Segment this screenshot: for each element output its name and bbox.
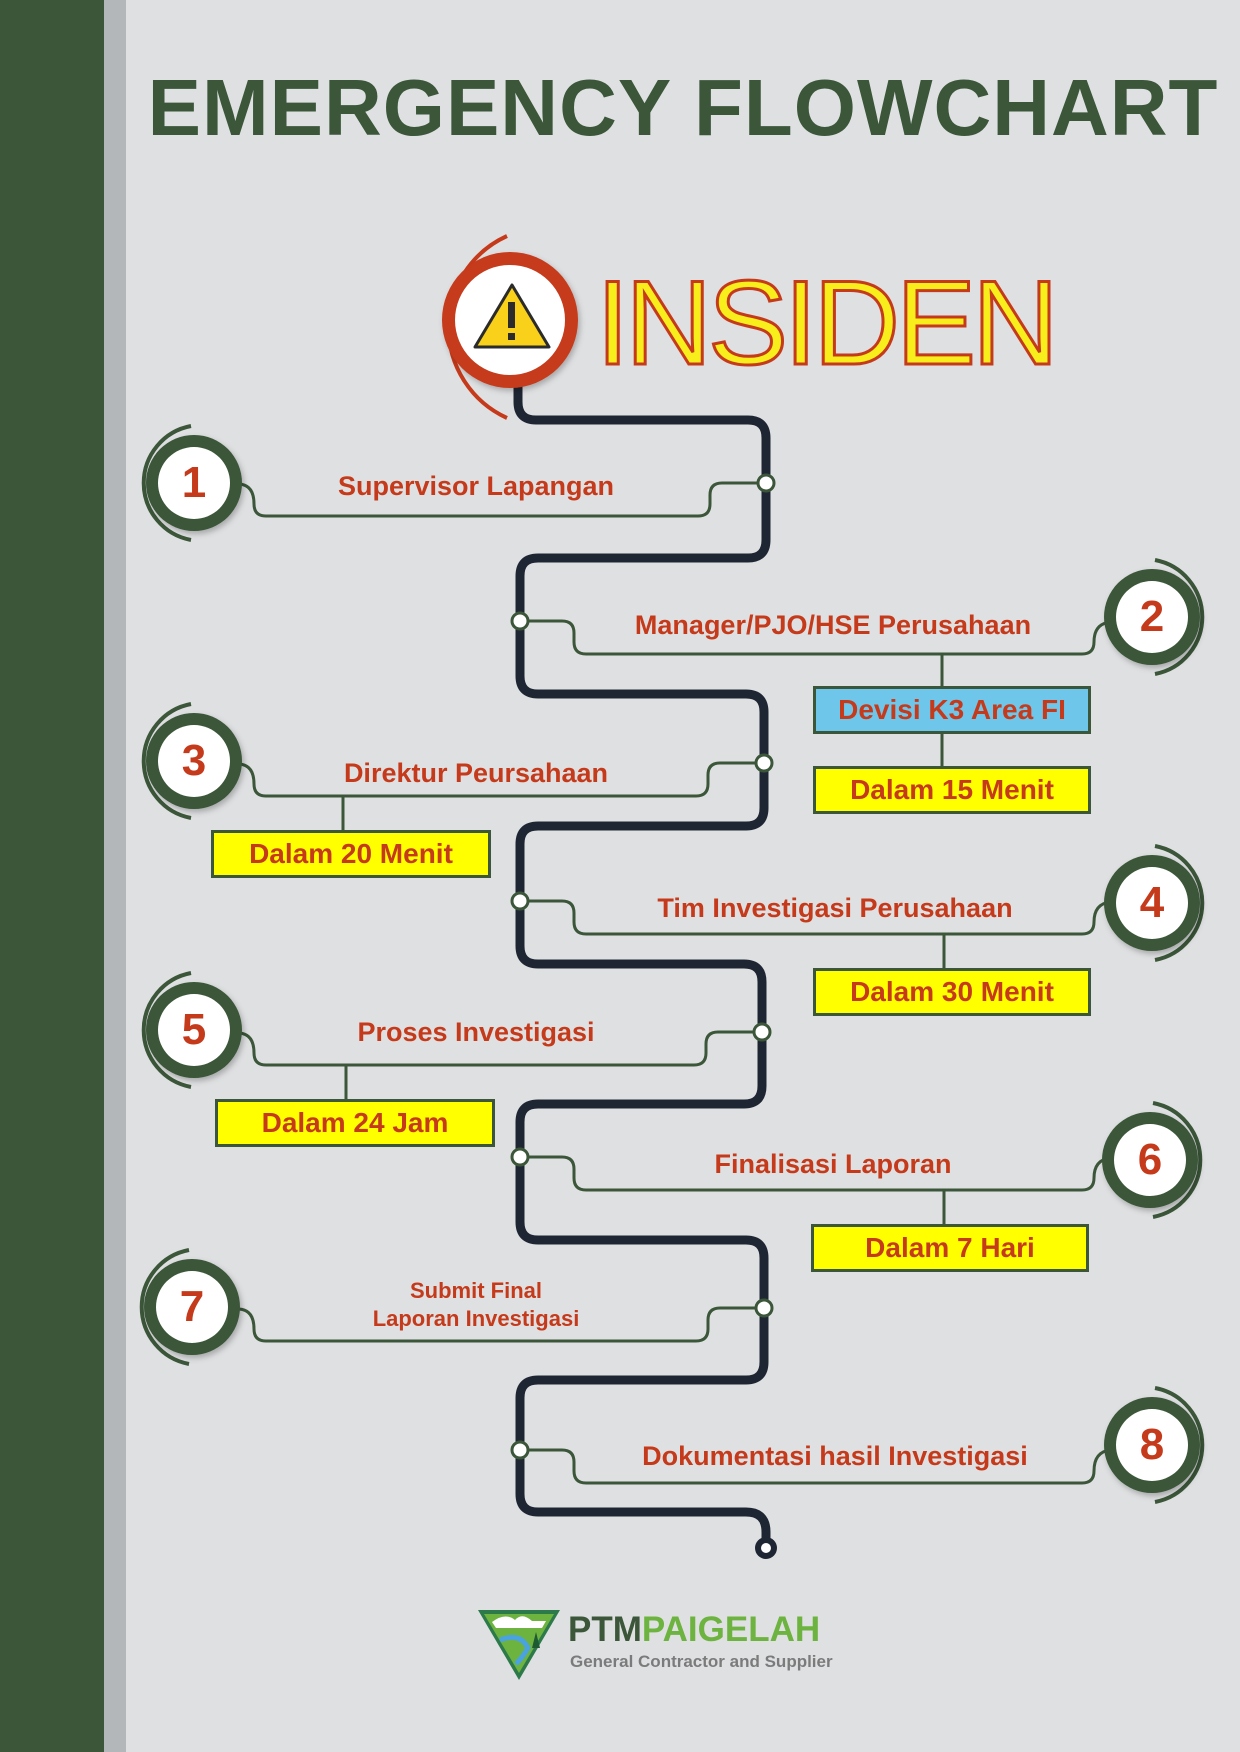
path-node-6 — [510, 1147, 530, 1167]
company-name-part-1: PTM — [568, 1610, 642, 1649]
company-tagline: General Contractor and Supplier — [570, 1652, 833, 1671]
company-name: PTMPAIGELAH — [568, 1610, 820, 1650]
step-number-4: 4 — [1139, 878, 1165, 927]
connector-step-3 — [238, 761, 764, 798]
step-badge-5 — [141, 971, 242, 1089]
connector-step-5 — [238, 1030, 762, 1067]
time-box-step-3: Dalam 20 Menit — [211, 830, 491, 878]
division-box-step-2: Devisi K3 Area FI — [813, 686, 1091, 734]
step-label-4: Tim Investigasi Perusahaan — [657, 893, 1013, 923]
path-node-3 — [754, 753, 774, 773]
company-logo-icon — [478, 1610, 560, 1680]
step-number-2: 2 — [1139, 592, 1165, 641]
step-number-7: 7 — [179, 1282, 205, 1331]
step-badge-4 — [1104, 844, 1205, 962]
step-badge-8 — [1104, 1386, 1205, 1504]
path-node-7 — [754, 1298, 774, 1318]
connector-step-6 — [520, 1155, 1111, 1192]
step-badge-7 — [139, 1248, 240, 1366]
step-number-8: 8 — [1139, 1420, 1165, 1469]
path-node-2 — [510, 611, 530, 631]
path-node-8 — [510, 1440, 530, 1460]
step-badge-1 — [141, 424, 242, 542]
start-label: INSIDEN — [595, 256, 1061, 390]
step-label-5: Proses Investigasi — [357, 1017, 595, 1047]
company-name-part-2: PAIGELAH — [641, 1610, 821, 1649]
connector-step-7 — [238, 1306, 764, 1343]
step-badge-3 — [141, 702, 242, 820]
time-box-step-4: Dalam 30 Menit — [813, 968, 1091, 1016]
time-box-step-6: Dalam 7 Hari — [811, 1224, 1089, 1272]
step-label-2: Manager/PJO/HSE Perusahaan — [634, 610, 1032, 640]
path-node-4 — [510, 891, 530, 911]
step-number-1: 1 — [181, 458, 207, 507]
step-label-7: Submit Final Laporan Investigasi — [372, 1278, 580, 1331]
step-number-5: 5 — [181, 1005, 207, 1054]
time-box-step-5: Dalam 24 Jam — [215, 1099, 495, 1147]
flow-path — [513, 375, 771, 1553]
spine-edge-stripe — [104, 0, 126, 1752]
step-badge-6 — [1102, 1101, 1203, 1219]
page-title: EMERGENCY FLOWCHART — [147, 63, 1219, 152]
step-badge-2 — [1104, 558, 1205, 676]
connector-step-1 — [238, 481, 766, 518]
end-node-core — [761, 1543, 771, 1553]
warning-triangle-icon — [473, 283, 551, 349]
connector-step-2 — [520, 619, 1111, 656]
connector-step-4 — [520, 899, 1111, 936]
left-spine-bar — [0, 0, 104, 1752]
path-node-5 — [752, 1022, 772, 1042]
step-label-3: Direktur Peursahaan — [343, 758, 609, 788]
step-label-1: Supervisor Lapangan — [337, 471, 615, 501]
connector-step-8 — [520, 1448, 1111, 1485]
step-label-8: Dokumentasi hasil Investigasi — [642, 1441, 1028, 1471]
step-number-6: 6 — [1137, 1135, 1163, 1184]
time-box-step-2: Dalam 15 Menit — [813, 766, 1091, 814]
step-number-3: 3 — [181, 736, 207, 785]
step-label-6: Finalisasi Laporan — [714, 1149, 952, 1179]
path-node-1 — [756, 473, 776, 493]
